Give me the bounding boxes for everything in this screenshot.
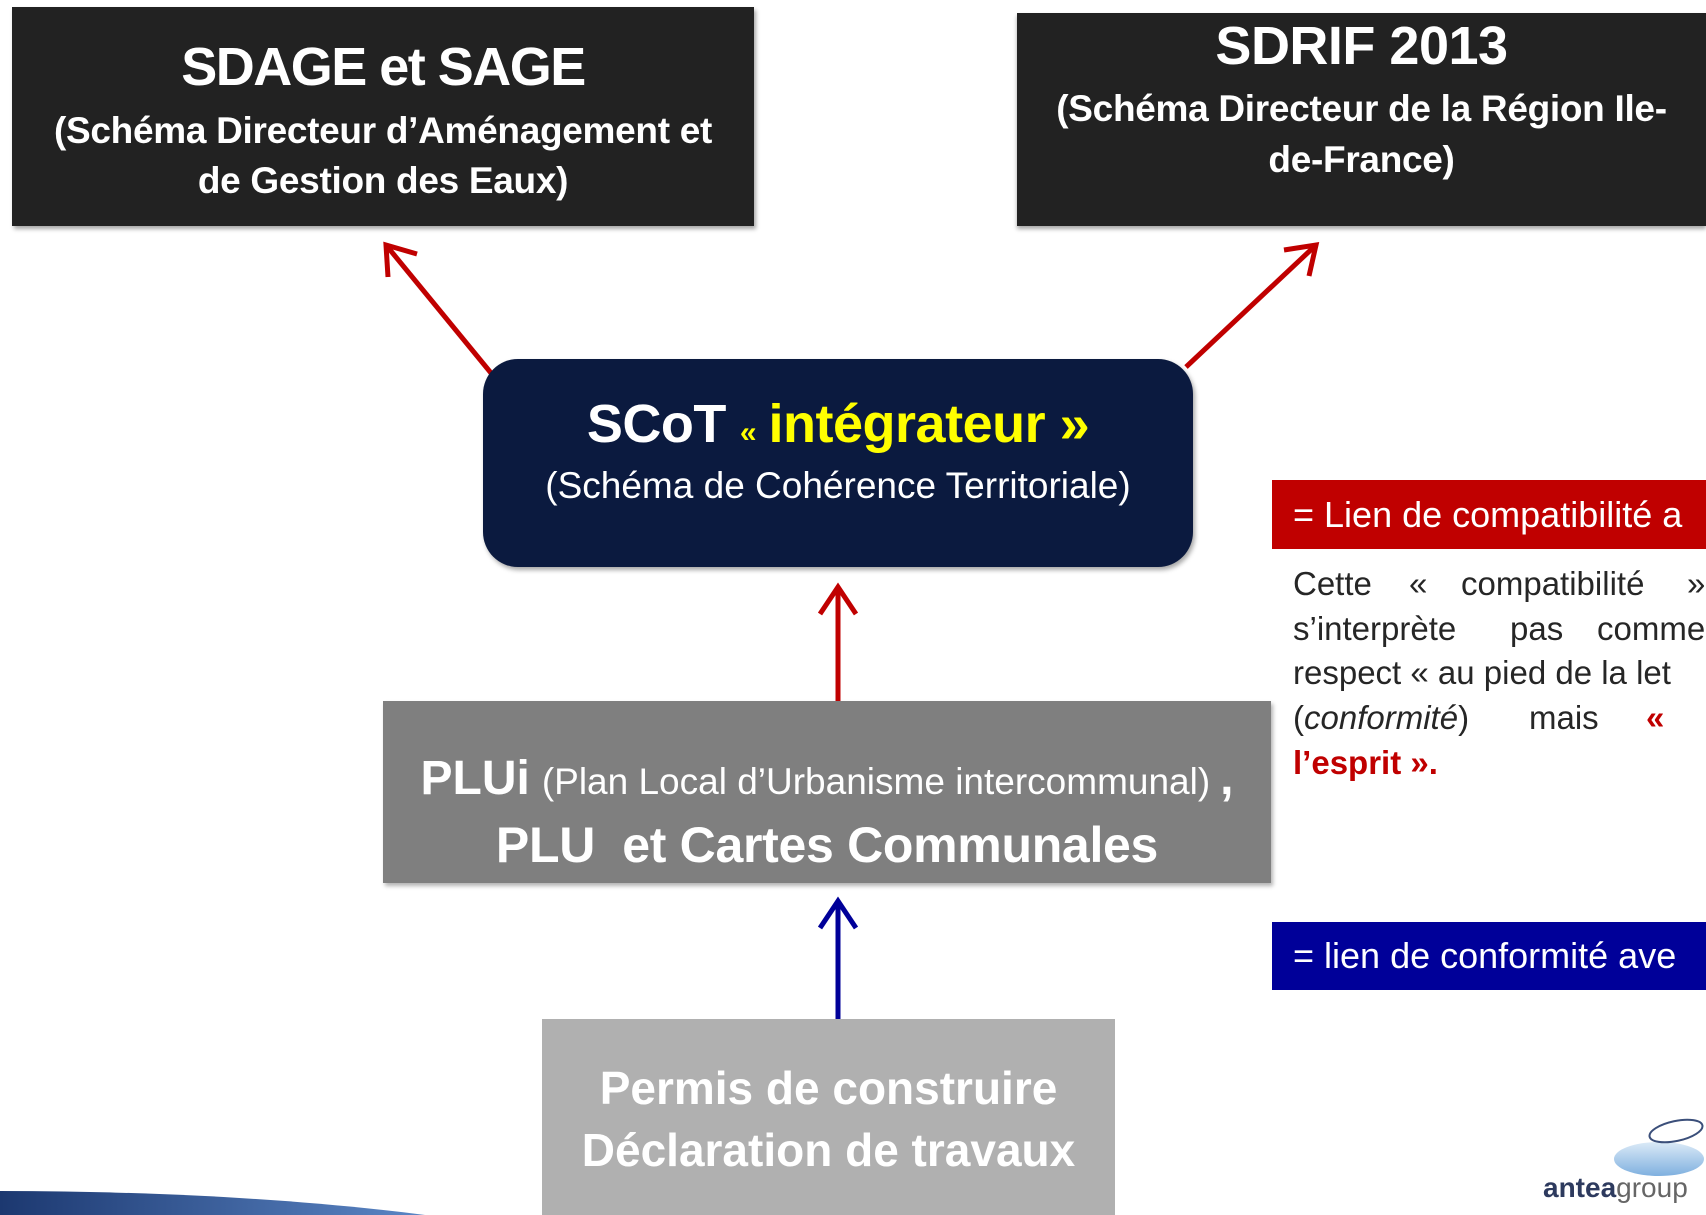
logo-brand-light: group	[1616, 1172, 1688, 1203]
plui-box: PLUi (Plan Local d’Urbanisme intercommun…	[383, 701, 1271, 883]
note-word: «	[1409, 565, 1428, 602]
note-word: mais	[1529, 699, 1599, 736]
note-italic-term: conformité	[1304, 699, 1459, 736]
note-paren-open: (	[1293, 699, 1304, 736]
plui-expansion: (Plan Local d’Urbanisme intercommunal)	[541, 761, 1211, 802]
note-emphasis: «	[1646, 699, 1665, 736]
sdage-title: SDAGE et SAGE	[181, 37, 586, 97]
sdrif-subtitle-line2: de-France)	[1268, 139, 1455, 180]
permis-line1: Permis de construire	[599, 1062, 1058, 1114]
arrow-permis-to-plui	[817, 896, 859, 1022]
legend-compatibility-label: = Lien de compatibilité a	[1293, 494, 1683, 535]
legend-conformity-label: = lien de conformité ave	[1293, 935, 1677, 976]
plui-acronym: PLUi	[420, 752, 530, 805]
note-word: s’interprète	[1293, 610, 1457, 647]
sdrif-box: SDRIF 2013 (Schéma Directeur de la Régio…	[1017, 13, 1706, 226]
scot-box: SCoT « intégrateur » (Schéma de Cohérenc…	[483, 359, 1193, 567]
permis-box: Permis de construire Déclaration de trav…	[542, 1019, 1115, 1215]
anteagroup-swirl-icon	[1614, 1118, 1704, 1176]
note-conformite-term: (conformité)	[1293, 696, 1469, 740]
sdage-subtitle-line1: (Schéma Directeur d’Aménagement et	[53, 110, 713, 151]
note-word: compatibilité	[1461, 565, 1645, 602]
sdrif-title: SDRIF 2013	[1215, 16, 1508, 76]
anteagroup-logo: anteagroup	[1543, 1117, 1706, 1207]
sdrif-subtitle-line1: (Schéma Directeur de la Région Ile-	[1056, 88, 1667, 129]
note-word: pas	[1510, 610, 1564, 647]
anteagroup-wordmark: anteagroup	[1543, 1172, 1688, 1204]
legend-compatibility-bar: = Lien de compatibilité a	[1272, 480, 1706, 549]
note-word: »	[1687, 565, 1706, 602]
permis-line2: Déclaration de travaux	[581, 1124, 1076, 1176]
sdage-subtitle-line2: de Gestion des Eaux)	[197, 160, 569, 201]
footer-swoosh	[0, 1191, 425, 1215]
scot-qualifier: intégrateur »	[768, 394, 1090, 454]
note-line: respect « au pied de la let	[1293, 654, 1671, 691]
logo-brand-bold: antea	[1543, 1172, 1617, 1203]
sdage-sage-box: SDAGE et SAGE (Schéma Directeur d’Aménag…	[12, 7, 754, 226]
plui-title: PLUi (Plan Local d’Urbanisme intercommun…	[383, 749, 1271, 812]
arrow-scot-to-sdage	[383, 241, 493, 375]
arrow-scot-to-sdrif	[1184, 241, 1320, 369]
legend-conformity-bar: = lien de conformité ave	[1272, 922, 1706, 990]
note-word: Cette	[1293, 565, 1372, 602]
scot-quote-open: «	[739, 416, 757, 449]
plui-comma: ,	[1220, 752, 1234, 805]
scot-subtitle: (Schéma de Cohérence Territoriale)	[545, 465, 1131, 506]
plui-line2: PLU et Cartes Communales	[495, 817, 1159, 873]
scot-title: SCoT « intégrateur »	[483, 392, 1193, 465]
note-word: comme	[1597, 610, 1706, 647]
arrow-plui-to-scot	[817, 582, 859, 705]
scot-acronym: SCoT	[586, 394, 727, 454]
note-emphasis: l’esprit ».	[1293, 744, 1438, 781]
note-paren-close: )	[1458, 699, 1470, 736]
